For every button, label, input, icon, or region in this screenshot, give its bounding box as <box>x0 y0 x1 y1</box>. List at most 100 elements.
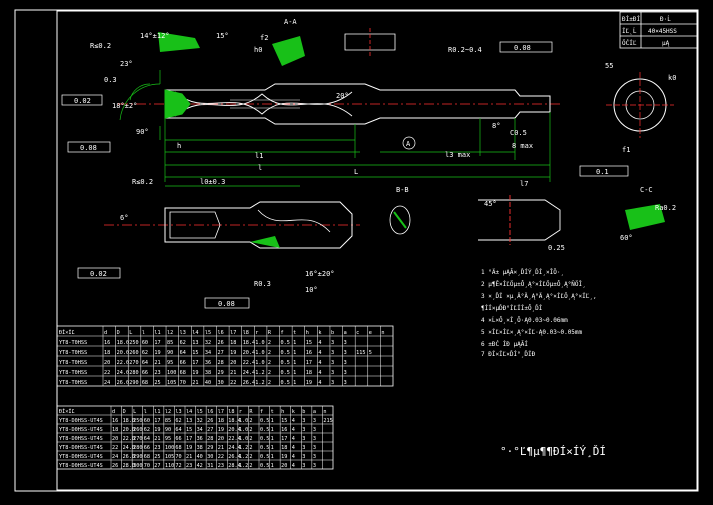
table2-cell: 40 <box>197 454 203 460</box>
table1-cell: 100 <box>167 370 176 376</box>
table1-cell: 3 <box>331 340 334 346</box>
table2-cell: 17 <box>154 418 160 424</box>
dim-ang-16: 16°±20° <box>305 270 335 278</box>
table1-cell: 21 <box>154 360 160 366</box>
table2-cell: 3 <box>302 418 305 424</box>
table1-cell: 22.0 <box>117 360 130 366</box>
table1-header-cell: l3 <box>180 330 186 336</box>
table2-cell: 1 <box>271 454 274 460</box>
table1-cell: 0.5 <box>281 340 290 346</box>
table2-cell: 2 <box>249 436 252 442</box>
table2-cell: 110 <box>165 463 174 469</box>
table2-cell: 1.0 <box>239 436 248 442</box>
table2-cell: 26.4 <box>228 454 241 460</box>
table2-cell: 18 <box>112 427 118 433</box>
table1-cell: 60 <box>142 340 148 346</box>
table2-cell: 270 <box>133 436 142 442</box>
table2-cell: 22.0 <box>123 436 136 442</box>
table2-cell: 3 <box>302 427 305 433</box>
table2-cell: 68 <box>175 445 181 451</box>
table1-cell: 19 <box>154 350 160 356</box>
table2-header-cell: r <box>239 409 242 415</box>
table2-cell: 19 <box>218 427 224 433</box>
table1-header-cell: ĐÍ×ÍĽ <box>59 328 75 336</box>
table2-header-cell: L <box>133 409 136 415</box>
dim-ang-15: 15° <box>216 32 229 40</box>
table2-cell: 1.2 <box>239 445 248 451</box>
table2-cell: 16 <box>112 418 118 424</box>
table2-cell: 250 <box>133 418 142 424</box>
table1-cell: 62 <box>180 340 186 346</box>
dim-ang-60: 60° <box>620 234 633 242</box>
table2-cell: 1.0 <box>239 427 248 433</box>
dim-h0: h0 <box>254 46 262 54</box>
table2-cell: YT8-D0HSS-UT4S <box>59 436 103 442</box>
table2-cell: 21 <box>218 445 224 451</box>
table1-cell: 3 <box>344 340 347 346</box>
table1-cell: 3 <box>331 360 334 366</box>
table2-cell: 66 <box>144 445 150 451</box>
dim-8max: 8 max <box>512 142 533 150</box>
table2-cell: 300 <box>133 463 142 469</box>
table1-cell: 0.5 <box>281 360 290 366</box>
table2-cell: 0.5 <box>260 463 269 469</box>
table2-cell: 215 <box>323 418 332 424</box>
table1-cell: YT8-T0HSS <box>59 380 87 386</box>
table2-cell: 4 <box>292 463 295 469</box>
section-cc-label: C-C <box>640 186 653 194</box>
table1-cell: 270 <box>129 360 138 366</box>
table1-cell: YT8-T0HSS <box>59 340 87 346</box>
table1-cell: 26.0 <box>117 380 130 386</box>
section-aa: A-A f2 h0 <box>254 18 305 66</box>
table2-cell: 26 <box>207 418 213 424</box>
table2-cell: 105 <box>165 454 174 460</box>
table1-cell: 4 <box>318 340 321 346</box>
table1-header-cell: c <box>356 330 359 336</box>
table1-cell: 4 <box>318 370 321 376</box>
dim-L: L <box>354 168 358 176</box>
table2-cell: 2 <box>249 427 252 433</box>
table1-cell: 26.4 <box>243 380 256 386</box>
table1-cell: 32 <box>205 340 211 346</box>
table1-header-cell: f <box>281 330 284 336</box>
table2-header-cell: l3 <box>175 409 181 415</box>
table1-cell: 1.2 <box>255 370 264 376</box>
table2-cell: 4 <box>292 418 295 424</box>
table2-header-cell: a <box>313 409 316 415</box>
table2-header-cell: b <box>302 409 305 415</box>
table1-cell: 18 <box>230 340 236 346</box>
table2-cell: 3 <box>302 436 305 442</box>
table2-cell: 260 <box>133 427 142 433</box>
table2-cell: 70 <box>175 454 181 460</box>
table1-cell: 36 <box>205 360 211 366</box>
table1-cell: 0.5 <box>281 350 290 356</box>
table1-header-cell: l6 <box>217 330 223 336</box>
dim-rw: R0.2~0.4 <box>448 46 482 54</box>
table2-header-cell: R <box>249 409 253 415</box>
table2-cell: 18 <box>281 445 287 451</box>
table2-header-cell: ĐÍ×ÍĽ <box>59 407 75 415</box>
table2-cell: 36 <box>197 436 203 442</box>
second-drill-view: l0±0.3 6° 0.02 0.08 16°±20° 10° R0.3 R≤0… <box>77 178 360 309</box>
table1-header-cell: l <box>142 330 145 336</box>
table2-cell: 19 <box>154 427 160 433</box>
dim-ang-45: 45° <box>484 200 497 208</box>
table2-cell: 30 <box>207 454 213 460</box>
table1-header-cell: l4 <box>192 330 198 336</box>
note-3: 3 ×¸ĎÍ ×µ¸Ä°Ä¸Ą°Ä¸Ą°×ÍĽÖ¸Ą°×ÍĽ¸, <box>481 292 597 300</box>
table1-cell: 27 <box>217 350 223 356</box>
table2-header-cell: f <box>260 409 263 415</box>
table1-cell: 22 <box>230 380 236 386</box>
table2-header-cell: h <box>281 409 284 415</box>
table1-cell: 1.0 <box>255 360 264 366</box>
table2-cell: 280 <box>133 445 142 451</box>
table2-cell: 1.2 <box>239 463 248 469</box>
table1-cell: 21 <box>192 380 198 386</box>
table1-cell: 0.5 <box>281 370 290 376</box>
table2-cell: 29 <box>207 445 213 451</box>
table1-cell: 3 <box>331 370 334 376</box>
dim-r025: 0.25 <box>548 244 565 252</box>
table1-header-cell: R <box>268 330 272 336</box>
table2-cell: 1 <box>271 436 274 442</box>
outer-frame <box>14 9 699 492</box>
